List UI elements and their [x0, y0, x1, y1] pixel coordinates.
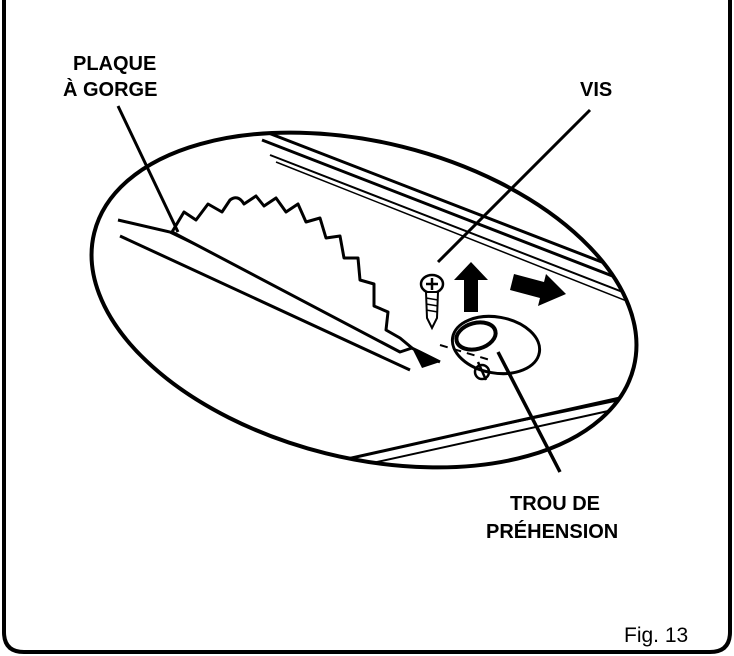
finger-hole-label-line1: TROU DE	[510, 493, 600, 515]
throat-plate-leader	[116, 105, 180, 233]
screw-label: VIS	[580, 79, 612, 101]
throat-plate-label-line2: À GORGE	[63, 78, 157, 101]
screw-icon	[419, 273, 445, 331]
finger-hole-icon	[454, 320, 498, 352]
finger-hole-label-line2: PRÉHENSION	[486, 520, 618, 543]
figure-caption: Fig. 13	[624, 624, 688, 647]
screw-hole	[473, 361, 491, 381]
saw-blade-icon	[170, 194, 414, 354]
finger-hole-leader	[496, 351, 562, 473]
throat-plate-label-line1: PLAQUE	[73, 53, 156, 75]
magnified-view	[69, 120, 672, 487]
right-arrow-icon	[510, 274, 566, 306]
screw-leader	[436, 108, 592, 264]
up-arrow-icon	[454, 262, 488, 312]
